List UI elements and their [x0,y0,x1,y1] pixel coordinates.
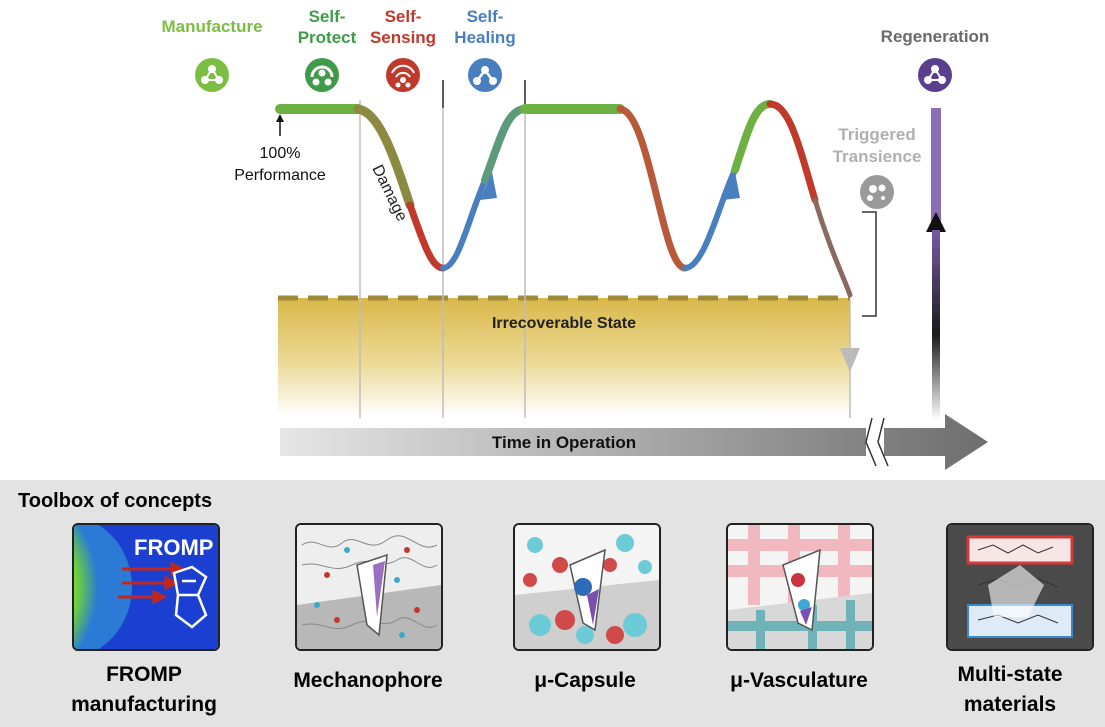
stage-transience-label-2: Transience [833,147,922,166]
self-sensing-icon [386,58,420,92]
toolbox-label-mechanophore: Mechanophore [293,669,443,692]
time-axis-arrow [280,414,988,470]
stage-self-protect-label-2: Protect [298,28,357,47]
performance-label-1: 100% [260,145,301,162]
performance-label-2: Performance [234,167,326,184]
regeneration-arrowhead [926,212,946,232]
fromp-label-line2: manufacturing [71,693,217,716]
lifecycle-diagram: Time in Operation Irrecoverable State 10… [161,7,990,470]
stage-self-sensing-label-1: Self- [385,7,422,26]
fromp-label-line1: FROMP [106,663,182,686]
vasculature-image[interactable] [726,523,874,651]
performance-curve [275,100,853,298]
healing-arrowhead-1 [480,172,497,200]
axis-break [865,417,889,467]
regeneration-icon [918,58,952,92]
toolbox-title: Toolbox of concepts [18,490,213,512]
toolbox-panel: Toolbox of concepts FROMP [0,480,1105,727]
vasculature-illustration [728,525,872,649]
toolbox-label-vasculature: μ-Vasculature [730,669,868,692]
self-protect-icon [305,58,339,92]
stage-manufacture-label: Manufacture [161,17,262,36]
toolbox-label-capsule: μ-Capsule [534,669,636,692]
mechanophore-illustration [297,525,441,649]
stage-regeneration-label: Regeneration [881,27,990,46]
fromp-badge: FROMP [134,535,213,560]
fromp-image[interactable]: FROMP [72,523,220,651]
stage-self-sensing-label-2: Sensing [370,28,436,47]
capsule-illustration [515,525,659,649]
transience-bracket [862,211,877,317]
multistate-image[interactable] [946,523,1094,651]
fromp-illustration: FROMP [74,525,218,649]
irrecoverable-region [278,298,850,416]
toolbox-label-multistate: Multi-state materials [915,660,1105,720]
toolbox-label-fromp: FROMP manufacturing [49,660,239,720]
transience-arrowhead [840,348,860,372]
multistate-label-line1: Multi-state [957,663,1063,686]
stage-self-healing-label-1: Self- [467,7,504,26]
self-healing-icon [468,58,502,92]
mechanophore-image[interactable] [295,523,443,651]
healing-arrowhead-2 [723,172,740,200]
multistate-label-line2: materials [963,693,1057,716]
stage-transience-label-1: Triggered [838,125,915,144]
irrecoverable-label: Irrecoverable State [492,315,636,332]
manufacture-icon [195,58,229,92]
regeneration-shaft [932,230,940,420]
regeneration-bar-top [931,108,941,226]
time-axis-label: Time in Operation [492,433,636,452]
performance-pointer-head [276,114,284,122]
multistate-illustration [948,525,1092,649]
capsule-image[interactable] [513,523,661,651]
stage-self-protect-label-1: Self- [309,7,346,26]
stage-self-healing-label-2: Healing [454,28,515,47]
transience-icon [860,175,894,209]
